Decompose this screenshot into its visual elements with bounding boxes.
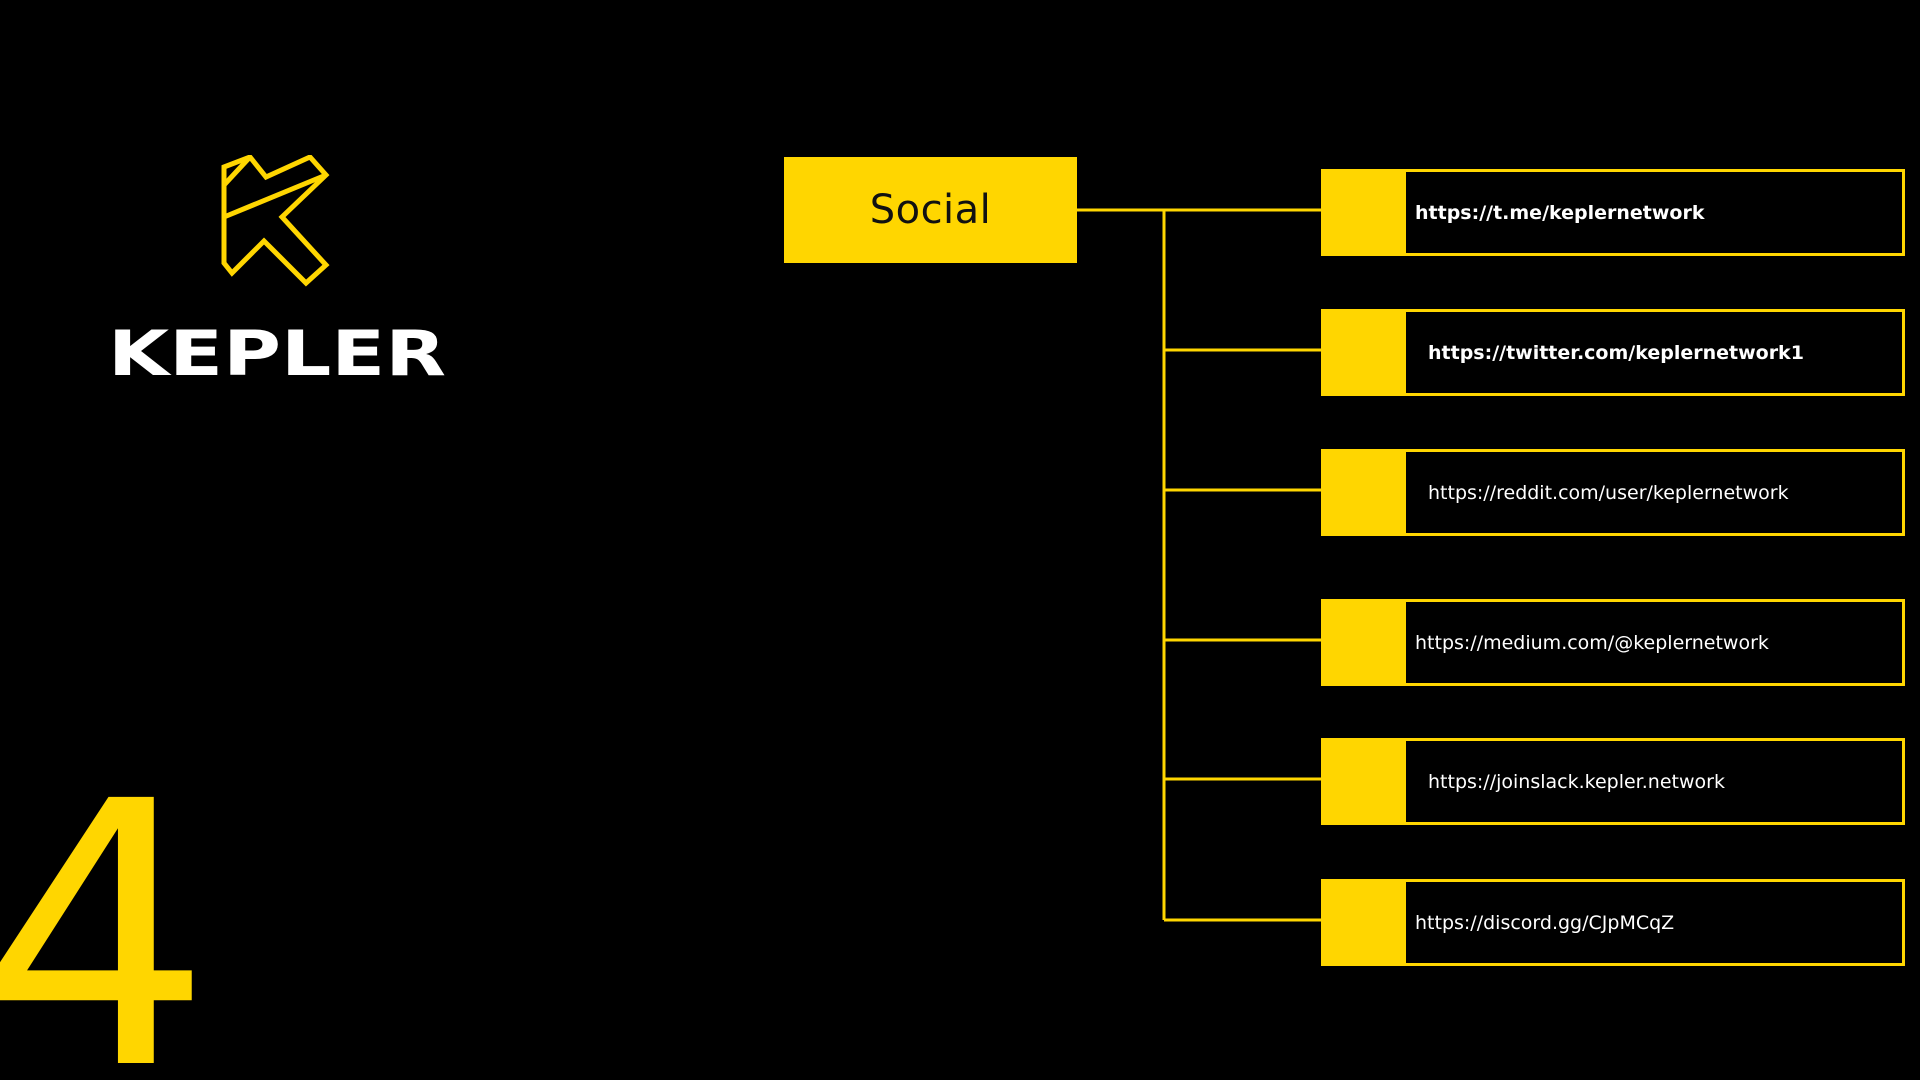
link-swatch — [1321, 599, 1406, 686]
page-number: 4 — [0, 725, 213, 1080]
kepler-k-logo-icon — [221, 155, 330, 287]
link-card-medium[interactable]: https://medium.com/@keplernetwork — [1321, 599, 1905, 686]
link-url-discord[interactable]: https://discord.gg/CJpMCqZ — [1415, 911, 1675, 934]
link-swatch — [1321, 738, 1406, 825]
link-swatch — [1321, 879, 1406, 966]
link-card-telegram[interactable]: https://t.me/keplernetwork — [1321, 169, 1905, 256]
link-card-slack[interactable]: https://joinslack.kepler.network — [1321, 738, 1905, 825]
link-url-twitter[interactable]: https://twitter.com/keplernetwork1 — [1428, 341, 1804, 364]
link-card-twitter[interactable]: https://twitter.com/keplernetwork1 — [1321, 309, 1905, 396]
kepler-wordmark-text: KEPLER — [108, 325, 446, 381]
link-swatch — [1321, 309, 1406, 396]
social-root-node: Social — [784, 157, 1077, 263]
link-card-reddit[interactable]: https://reddit.com/user/keplernetwork — [1321, 449, 1905, 536]
link-url-telegram[interactable]: https://t.me/keplernetwork — [1415, 201, 1705, 224]
link-swatch — [1321, 449, 1406, 536]
social-root-label: Social — [869, 187, 992, 233]
link-card-discord[interactable]: https://discord.gg/CJpMCqZ — [1321, 879, 1905, 966]
link-url-slack[interactable]: https://joinslack.kepler.network — [1428, 770, 1725, 793]
link-url-reddit[interactable]: https://reddit.com/user/keplernetwork — [1428, 481, 1789, 504]
kepler-wordmark: KEPLER — [108, 325, 446, 381]
link-url-medium[interactable]: https://medium.com/@keplernetwork — [1415, 631, 1769, 654]
link-swatch — [1321, 169, 1406, 256]
